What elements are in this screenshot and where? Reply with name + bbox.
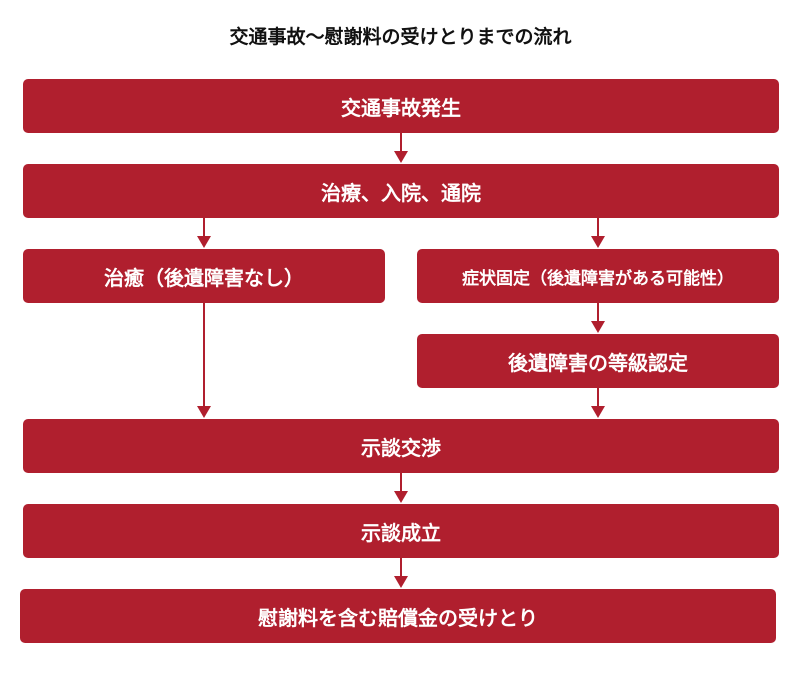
arrowhead-treatment-cured	[197, 236, 211, 248]
node-accident: 交通事故発生	[23, 79, 779, 133]
arrowhead-settlement-receipt	[394, 576, 408, 588]
node-symptom-fixed: 症状固定（後遺障害がある可能性）	[417, 249, 779, 303]
node-cured: 治癒（後遺障害なし）	[23, 249, 385, 303]
arrowhead-treatment-symptom	[591, 236, 605, 248]
arrowhead-cured-negotiation	[197, 406, 211, 418]
node-receipt: 慰謝料を含む賠償金の受けとり	[20, 589, 776, 643]
arrowhead-negotiation-settlement	[394, 491, 408, 503]
arrowhead-symptom-grade	[591, 321, 605, 333]
arrowhead-grade-negotiation	[591, 406, 605, 418]
node-settlement: 示談成立	[23, 504, 779, 558]
node-negotiation: 示談交渉	[23, 419, 779, 473]
arrowhead-accident-treatment	[394, 151, 408, 163]
diagram-title: 交通事故〜慰謝料の受けとりまでの流れ	[229, 26, 572, 48]
node-treatment: 治療、入院、通院	[23, 164, 779, 218]
node-grade-certification: 後遺障害の等級認定	[417, 334, 779, 388]
